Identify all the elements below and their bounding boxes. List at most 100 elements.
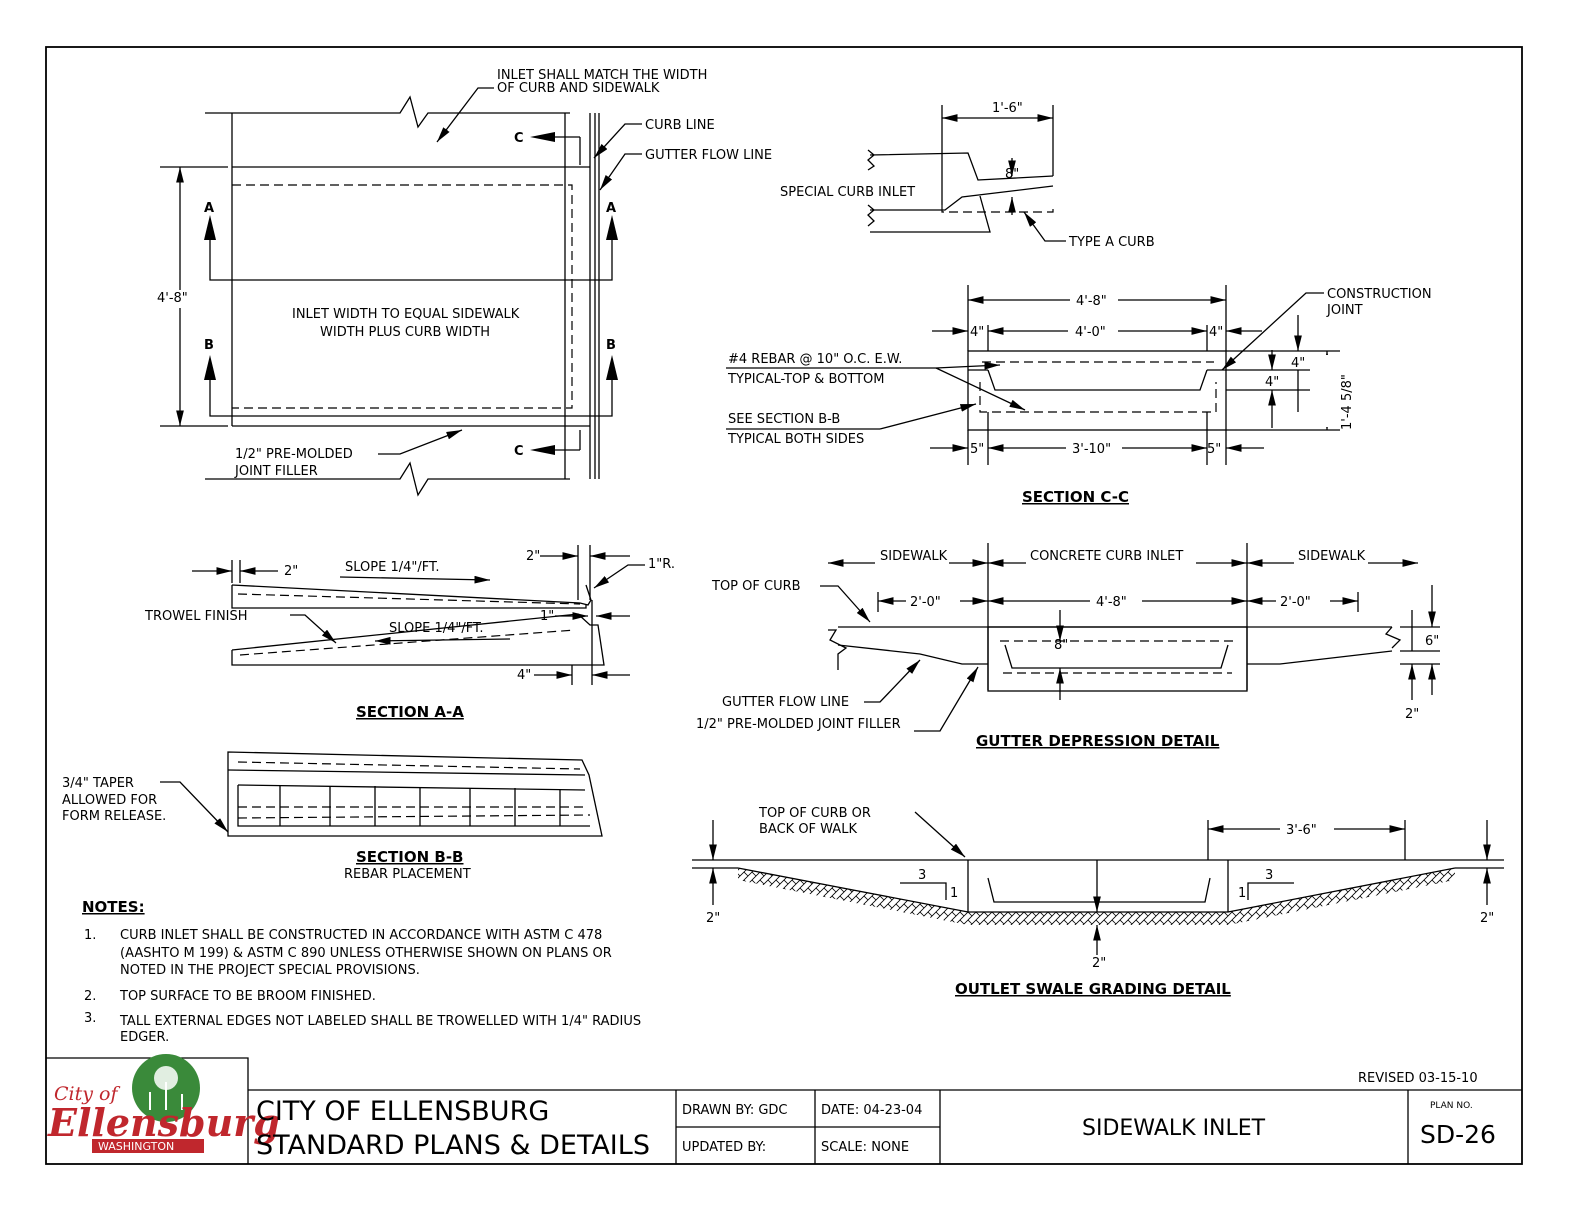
see-section-line2: TYPICAL BOTH SIDES [727,432,864,447]
see-section-line1: SEE SECTION B-B [728,412,840,427]
plan-break-bottom [205,461,570,497]
gutter-sidewalk-right: SIDEWALK [1298,549,1366,564]
aa-dim-4: 4" [517,668,531,683]
note-1-line1: CURB INLET SHALL BE CONSTRUCTED IN ACCOR… [120,928,602,943]
org-line1: CITY OF ELLENSBURG [256,1096,549,1127]
gutter-detail-title: GUTTER DEPRESSION DETAIL [976,732,1220,750]
gutter-sidewalk-left: SIDEWALK [880,549,948,564]
swale-dim-2-center: 2" [1092,956,1106,971]
outlet-swale-detail: 3'-6" TOP OF CURB OR BACK OF WALK 2" 2" … [692,806,1504,998]
section-aa-title: SECTION A-A [356,703,464,721]
inlet-width-line1: INLET WIDTH TO EQUAL SIDEWALK [292,307,520,322]
gutter-depression-detail: SIDEWALK CONCRETE CURB INLET SIDEWALK TO… [696,543,1440,750]
cut-c-top: C [514,131,524,146]
cc-dim-5-left: 5" [970,442,984,457]
city-logo: City of Ellensburg WASHINGTON [47,1054,280,1153]
section-bb-subtitle: REBAR PLACEMENT [344,867,471,882]
swale-detail-title: OUTLET SWALE GRADING DETAIL [955,980,1231,998]
swale-dim-36: 3'-6" [1286,823,1317,838]
special-curb-inlet: 1'-6" 8" SPECIAL CURB INLET TYPE A CURB [780,101,1155,250]
note-1-line2: (AASHTO M 199) & ASTM C 890 UNLESS OTHER… [120,946,612,961]
swale-top-of-curb-line1: TOP OF CURB OR [758,806,871,821]
plan-break-top [205,95,570,129]
gutter-dim-6: 6" [1425,634,1439,649]
taper-line1: 3/4" TAPER [62,776,134,791]
drawing-scale: SCALE: NONE [821,1140,909,1155]
note-2-num: 2. [84,989,96,1004]
cc-dim-inner: 4'-0" [1075,325,1106,340]
aa-slope-top: SLOPE 1/4"/FT. [345,560,440,575]
gutter-flow-line-label: GUTTER FLOW LINE [722,695,849,710]
drawing-title: SIDEWALK INLET [1082,1116,1266,1141]
sheet-border [45,46,1523,1165]
swale-slope-run-left: 3 [918,868,926,883]
plan-dim-height: 4'-8" [157,291,188,306]
cut-a-right: A [606,201,616,216]
joint-filler-line2: JOINT FILLER [234,464,318,479]
cut-a-left: A [204,201,214,216]
aa-dim-2: 2" [284,564,298,579]
cc-dim-overall: 4'-8" [1076,294,1107,309]
cc-dim-4-right: 4" [1209,325,1223,340]
notes: NOTES: 1. CURB INLET SHALL BE CONSTRUCTE… [82,898,641,1045]
aa-dim-1: 1" [540,609,554,624]
curb-line-label: CURB LINE [645,118,715,133]
section-c-c: 4'-8" 4'-0" 4" 4" 3'-10" 5" 5" 4" 4" 1'-… [726,285,1432,506]
construction-joint-line2: JOINT [1326,303,1363,318]
aa-dim-1r: 1"R. [648,557,675,572]
title-block: REVISED 03-15-10 City of Ellensburg WASH… [46,1054,1522,1164]
section-cc-title: SECTION C-C [1022,488,1129,506]
gutter-dim-8: 8" [1054,638,1068,653]
cut-b-left: B [204,338,214,353]
revised-date: REVISED 03-15-10 [1358,1071,1478,1086]
note-2-line1: TOP SURFACE TO BE BROOM FINISHED. [119,989,376,1004]
rebar-line1: #4 REBAR @ 10" O.C. E.W. [728,352,902,367]
cc-dim-4-top: 4" [1291,356,1305,371]
cc-dim-4-mid: 4" [1265,375,1279,390]
gutter-dim-side-right: 2'-0" [1280,595,1311,610]
cut-c-bottom: C [514,444,524,459]
special-curb-dim-top: 1'-6" [992,101,1023,116]
gutter-flow-line-label: GUTTER FLOW LINE [645,148,772,163]
note-1-num: 1. [84,928,96,943]
inlet-width-line2: WIDTH PLUS CURB WIDTH [320,325,490,340]
notes-heading: NOTES: [82,898,145,916]
logo-city-of: City of [54,1083,120,1105]
org-line2: STANDARD PLANS & DETAILS [256,1130,650,1161]
gutter-dim-2: 2" [1405,707,1419,722]
note-3-line2: EDGER. [120,1030,169,1045]
swale-top-of-curb-line2: BACK OF WALK [759,822,857,837]
cc-dim-bottom: 3'-10" [1072,442,1111,457]
section-bb-title: SECTION B-B [356,848,464,866]
section-a-a: 2" SLOPE 1/4"/FT. 2" 1"R. 1" SLOPE 1/4"/… [144,545,675,721]
plan-view: 4'-8" A A B B C C INLET SHALL MATCH THE … [157,68,772,497]
swale-slope-rise-left: 1 [950,886,958,901]
gutter-top-of-curb: TOP OF CURB [711,579,801,594]
gutter-dim-mid: 4'-8" [1096,595,1127,610]
trowel-finish-label: TROWEL FINISH [144,609,248,624]
construction-joint-line1: CONSTRUCTION [1327,287,1432,302]
note-3-num: 3. [84,1011,96,1026]
drawing-date: DATE: 04-23-04 [821,1103,922,1118]
swale-dim-2-left: 2" [706,911,720,926]
drawn-by: DRAWN BY: GDC [682,1103,788,1118]
note-1-line3: NOTED IN THE PROJECT SPECIAL PROVISIONS. [120,963,420,978]
logo-name: Ellensburg [47,1100,280,1145]
gutter-joint-filler-label: 1/2" PRE-MOLDED JOINT FILLER [696,717,901,732]
gutter-concrete-curb-inlet: CONCRETE CURB INLET [1030,549,1183,564]
gutter-dim-side-left: 2'-0" [910,595,941,610]
inlet-note-line1: INLET SHALL MATCH THE WIDTH [497,68,707,83]
swale-slope-run-right: 3 [1265,868,1273,883]
note-3-line1: TALL EXTERNAL EDGES NOT LABELED SHALL BE… [119,1014,641,1029]
updated-by: UPDATED BY: [682,1140,766,1155]
special-curb-dim-8: 8" [1005,167,1019,182]
taper-line3: FORM RELEASE. [62,809,166,824]
cc-dim-height: 1'-4 5/8" [1340,374,1355,430]
swale-dim-2-right: 2" [1480,911,1494,926]
special-curb-label: SPECIAL CURB INLET [780,185,915,200]
cc-dim-5-right: 5" [1207,442,1221,457]
swale-slope-rise-right: 1 [1238,886,1246,901]
plan-no: SD-26 [1420,1120,1496,1149]
cut-b-right: B [606,338,616,353]
